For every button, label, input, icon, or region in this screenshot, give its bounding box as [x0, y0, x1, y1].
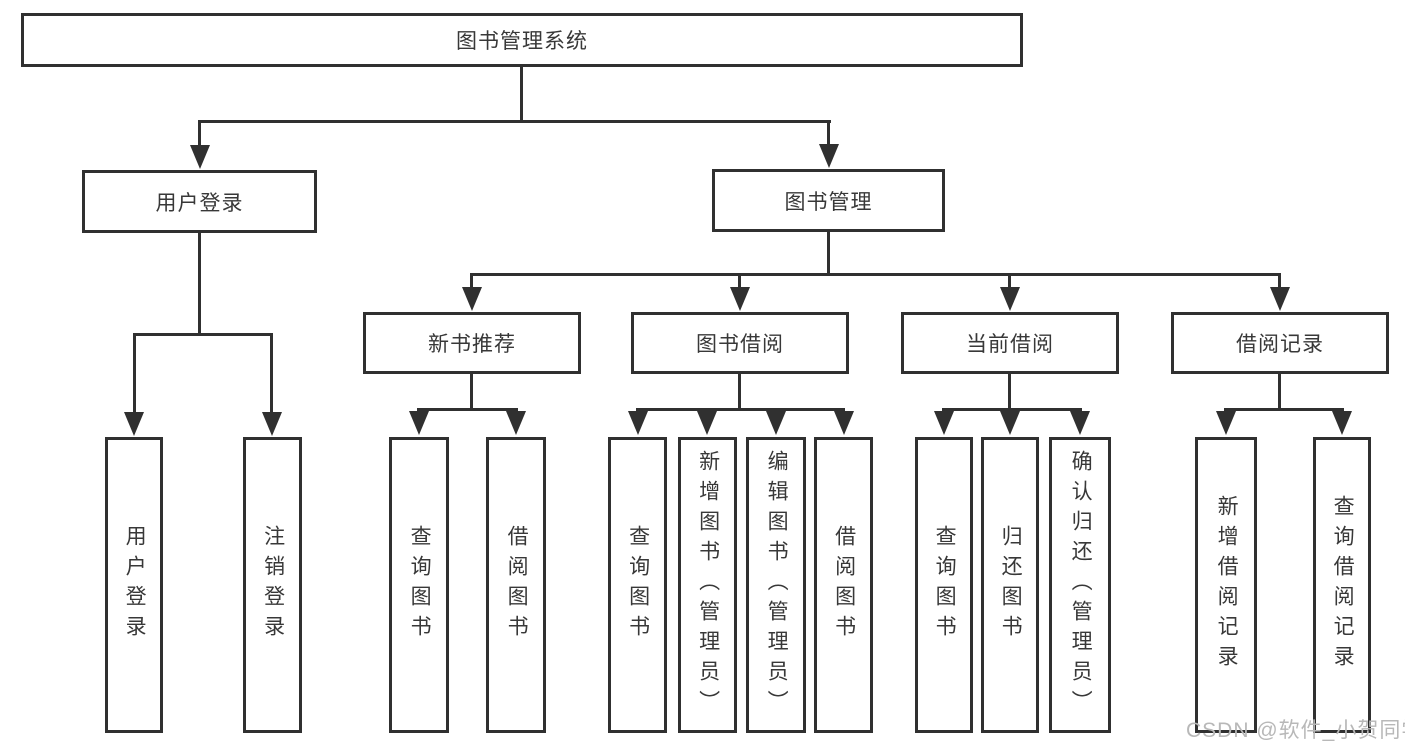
- leaf-current-confirm-label: 确认归还（管理员）: [1069, 450, 1093, 720]
- connector-line: [827, 120, 830, 147]
- connector-line: [738, 273, 741, 289]
- node-book-management: 图书管理: [712, 169, 945, 232]
- leaf-record-add-label: 新增借阅记录: [1215, 495, 1239, 675]
- node-borrow-record: 借阅记录: [1171, 312, 1389, 374]
- leaf-newbook-borrow: 借阅图书: [486, 437, 546, 733]
- connector-arrowhead: [1070, 411, 1090, 435]
- node-root: 图书管理系统: [21, 13, 1023, 67]
- leaf-logout: 注销登录: [243, 437, 302, 733]
- leaf-user-login: 用户登录: [105, 437, 163, 733]
- leaf-current-return-label: 归还图书: [999, 525, 1023, 645]
- leaf-current-confirm: 确认归还（管理员）: [1049, 437, 1111, 733]
- connector-line: [198, 120, 831, 123]
- connector-arrowhead: [730, 287, 750, 311]
- leaf-current-return: 归还图书: [981, 437, 1039, 733]
- connector-line: [270, 333, 273, 412]
- connector-arrowhead: [190, 145, 210, 169]
- connector-line: [1008, 273, 1011, 289]
- connector-arrowhead: [124, 412, 144, 436]
- connector-arrowhead: [1000, 411, 1020, 435]
- connector-line: [133, 333, 136, 412]
- connector-line: [738, 374, 741, 408]
- node-new-book-label: 新书推荐: [428, 333, 516, 356]
- connector-line: [198, 120, 201, 148]
- connector-line: [1278, 374, 1281, 408]
- connector-arrowhead: [1270, 287, 1290, 311]
- connector-arrowhead: [462, 287, 482, 311]
- connector-line: [636, 408, 845, 411]
- connector-line: [1008, 374, 1011, 408]
- node-current-borrow-label: 当前借阅: [966, 333, 1054, 356]
- leaf-newbook-borrow-label: 借阅图书: [505, 525, 529, 645]
- node-root-label: 图书管理系统: [456, 30, 588, 53]
- leaf-borrow-borrow: 借阅图书: [814, 437, 873, 733]
- leaf-newbook-query-label: 查询图书: [408, 525, 432, 645]
- connector-line: [827, 232, 830, 273]
- leaf-newbook-query: 查询图书: [389, 437, 449, 733]
- watermark-text: CSDN @软件_小贺同学: [1186, 719, 1405, 742]
- connector-arrowhead: [262, 412, 282, 436]
- connector-line: [1224, 408, 1344, 411]
- connector-line: [520, 67, 523, 120]
- connector-line: [470, 273, 473, 289]
- connector-arrowhead: [834, 411, 854, 435]
- connector-line: [470, 273, 1281, 276]
- leaf-record-query: 查询借阅记录: [1313, 437, 1371, 733]
- leaf-borrow-borrow-label: 借阅图书: [832, 525, 856, 645]
- leaf-borrow-edit-label: 编辑图书（管理员）: [765, 450, 789, 720]
- connector-line: [133, 333, 273, 336]
- connector-line: [198, 233, 201, 333]
- node-new-book: 新书推荐: [363, 312, 581, 374]
- node-book-borrow: 图书借阅: [631, 312, 849, 374]
- connector-arrowhead: [697, 411, 717, 435]
- connector-arrowhead: [934, 411, 954, 435]
- connector-line: [1278, 273, 1281, 289]
- node-borrow-record-label: 借阅记录: [1236, 333, 1324, 356]
- connector-arrowhead: [506, 411, 526, 435]
- node-book-borrow-label: 图书借阅: [696, 333, 784, 356]
- node-user-login-label: 用户登录: [155, 191, 244, 215]
- leaf-borrow-add-label: 新增图书（管理员）: [696, 450, 720, 720]
- connector-arrowhead: [1000, 287, 1020, 311]
- leaf-logout-label: 注销登录: [261, 525, 285, 645]
- leaf-borrow-query: 查询图书: [608, 437, 667, 733]
- node-current-borrow: 当前借阅: [901, 312, 1119, 374]
- connector-arrowhead: [409, 411, 429, 435]
- leaf-record-query-label: 查询借阅记录: [1331, 495, 1355, 675]
- leaf-current-query-label: 查询图书: [933, 525, 957, 645]
- connector-arrowhead: [819, 144, 839, 168]
- connector-line: [942, 408, 1082, 411]
- connector-arrowhead: [1332, 411, 1352, 435]
- connector-arrowhead: [1216, 411, 1236, 435]
- leaf-record-add: 新增借阅记录: [1195, 437, 1257, 733]
- connector-line: [470, 374, 473, 408]
- node-user-login: 用户登录: [82, 170, 317, 233]
- connector-arrowhead: [628, 411, 648, 435]
- leaf-user-login-label: 用户登录: [123, 525, 147, 645]
- connector-line: [417, 408, 518, 411]
- connector-arrowhead: [766, 411, 786, 435]
- leaf-borrow-add: 新增图书（管理员）: [678, 437, 737, 733]
- leaf-borrow-query-label: 查询图书: [626, 525, 650, 645]
- leaf-current-query: 查询图书: [915, 437, 973, 733]
- leaf-borrow-edit: 编辑图书（管理员）: [746, 437, 806, 733]
- node-book-management-label: 图书管理: [784, 190, 873, 214]
